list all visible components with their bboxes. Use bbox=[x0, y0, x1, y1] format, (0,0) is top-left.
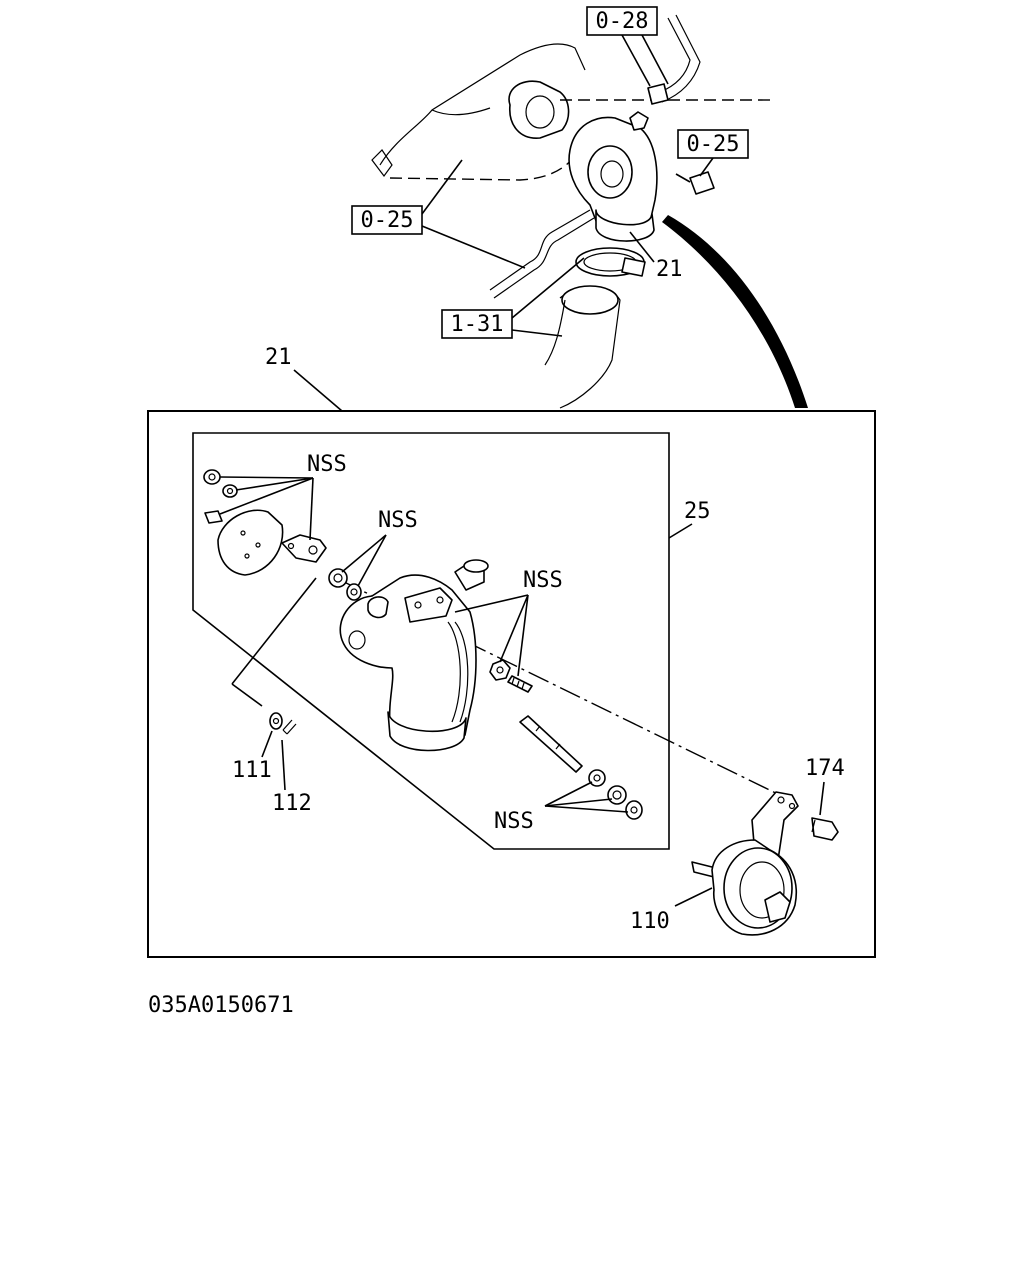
subassembly-25-outline bbox=[192, 432, 670, 850]
washers-group bbox=[328, 568, 362, 601]
assembly-frame bbox=[147, 410, 876, 958]
label-111: 111 bbox=[232, 758, 272, 783]
ref-label-0-25-left: 0-25 bbox=[361, 208, 414, 233]
shaft-group bbox=[519, 715, 643, 820]
nss-callout-1: NSS bbox=[219, 452, 347, 541]
label-25: 25 bbox=[684, 499, 711, 524]
label-110: 110 bbox=[630, 909, 670, 934]
label-21-box: 21 bbox=[265, 345, 292, 370]
nut-stud-group bbox=[489, 659, 533, 693]
ref-box-1-31: 1-31 bbox=[441, 257, 585, 339]
ref-box-0-25-left: 0-25 bbox=[351, 159, 526, 269]
diagram-code: 035A0150671 bbox=[148, 993, 294, 1018]
actuator-group: 174 110 bbox=[630, 756, 845, 936]
ref-label-0-28: 0-28 bbox=[596, 9, 649, 34]
nss-callout-3: NSS bbox=[454, 568, 563, 677]
label-21-top: 21 bbox=[656, 257, 683, 282]
label-nss-1: NSS bbox=[307, 452, 347, 477]
part-label-21-box: 21 bbox=[265, 345, 343, 412]
label-174: 174 bbox=[805, 756, 845, 781]
upper-assembly: 0-28 0-25 0-25 1-31 21 bbox=[351, 6, 808, 409]
throttle-body bbox=[339, 559, 489, 752]
pin-group: 111 112 bbox=[231, 577, 317, 816]
label-nss-4: NSS bbox=[494, 809, 534, 834]
label-112: 112 bbox=[272, 791, 312, 816]
part-label-25: 25 bbox=[668, 499, 711, 539]
label-nss-2: NSS bbox=[378, 508, 418, 533]
ref-box-0-28: 0-28 bbox=[586, 6, 669, 87]
cover-plate-group bbox=[203, 469, 327, 576]
label-nss-3: NSS bbox=[523, 568, 563, 593]
nss-callout-2: NSS bbox=[341, 508, 418, 587]
nss-callout-4: NSS bbox=[494, 781, 629, 834]
ref-label-0-25-right: 0-25 bbox=[687, 132, 740, 157]
ref-box-0-25-right: 0-25 bbox=[677, 129, 749, 177]
part-label-21-top: 21 bbox=[629, 231, 683, 282]
ref-label-1-31: 1-31 bbox=[451, 312, 504, 337]
